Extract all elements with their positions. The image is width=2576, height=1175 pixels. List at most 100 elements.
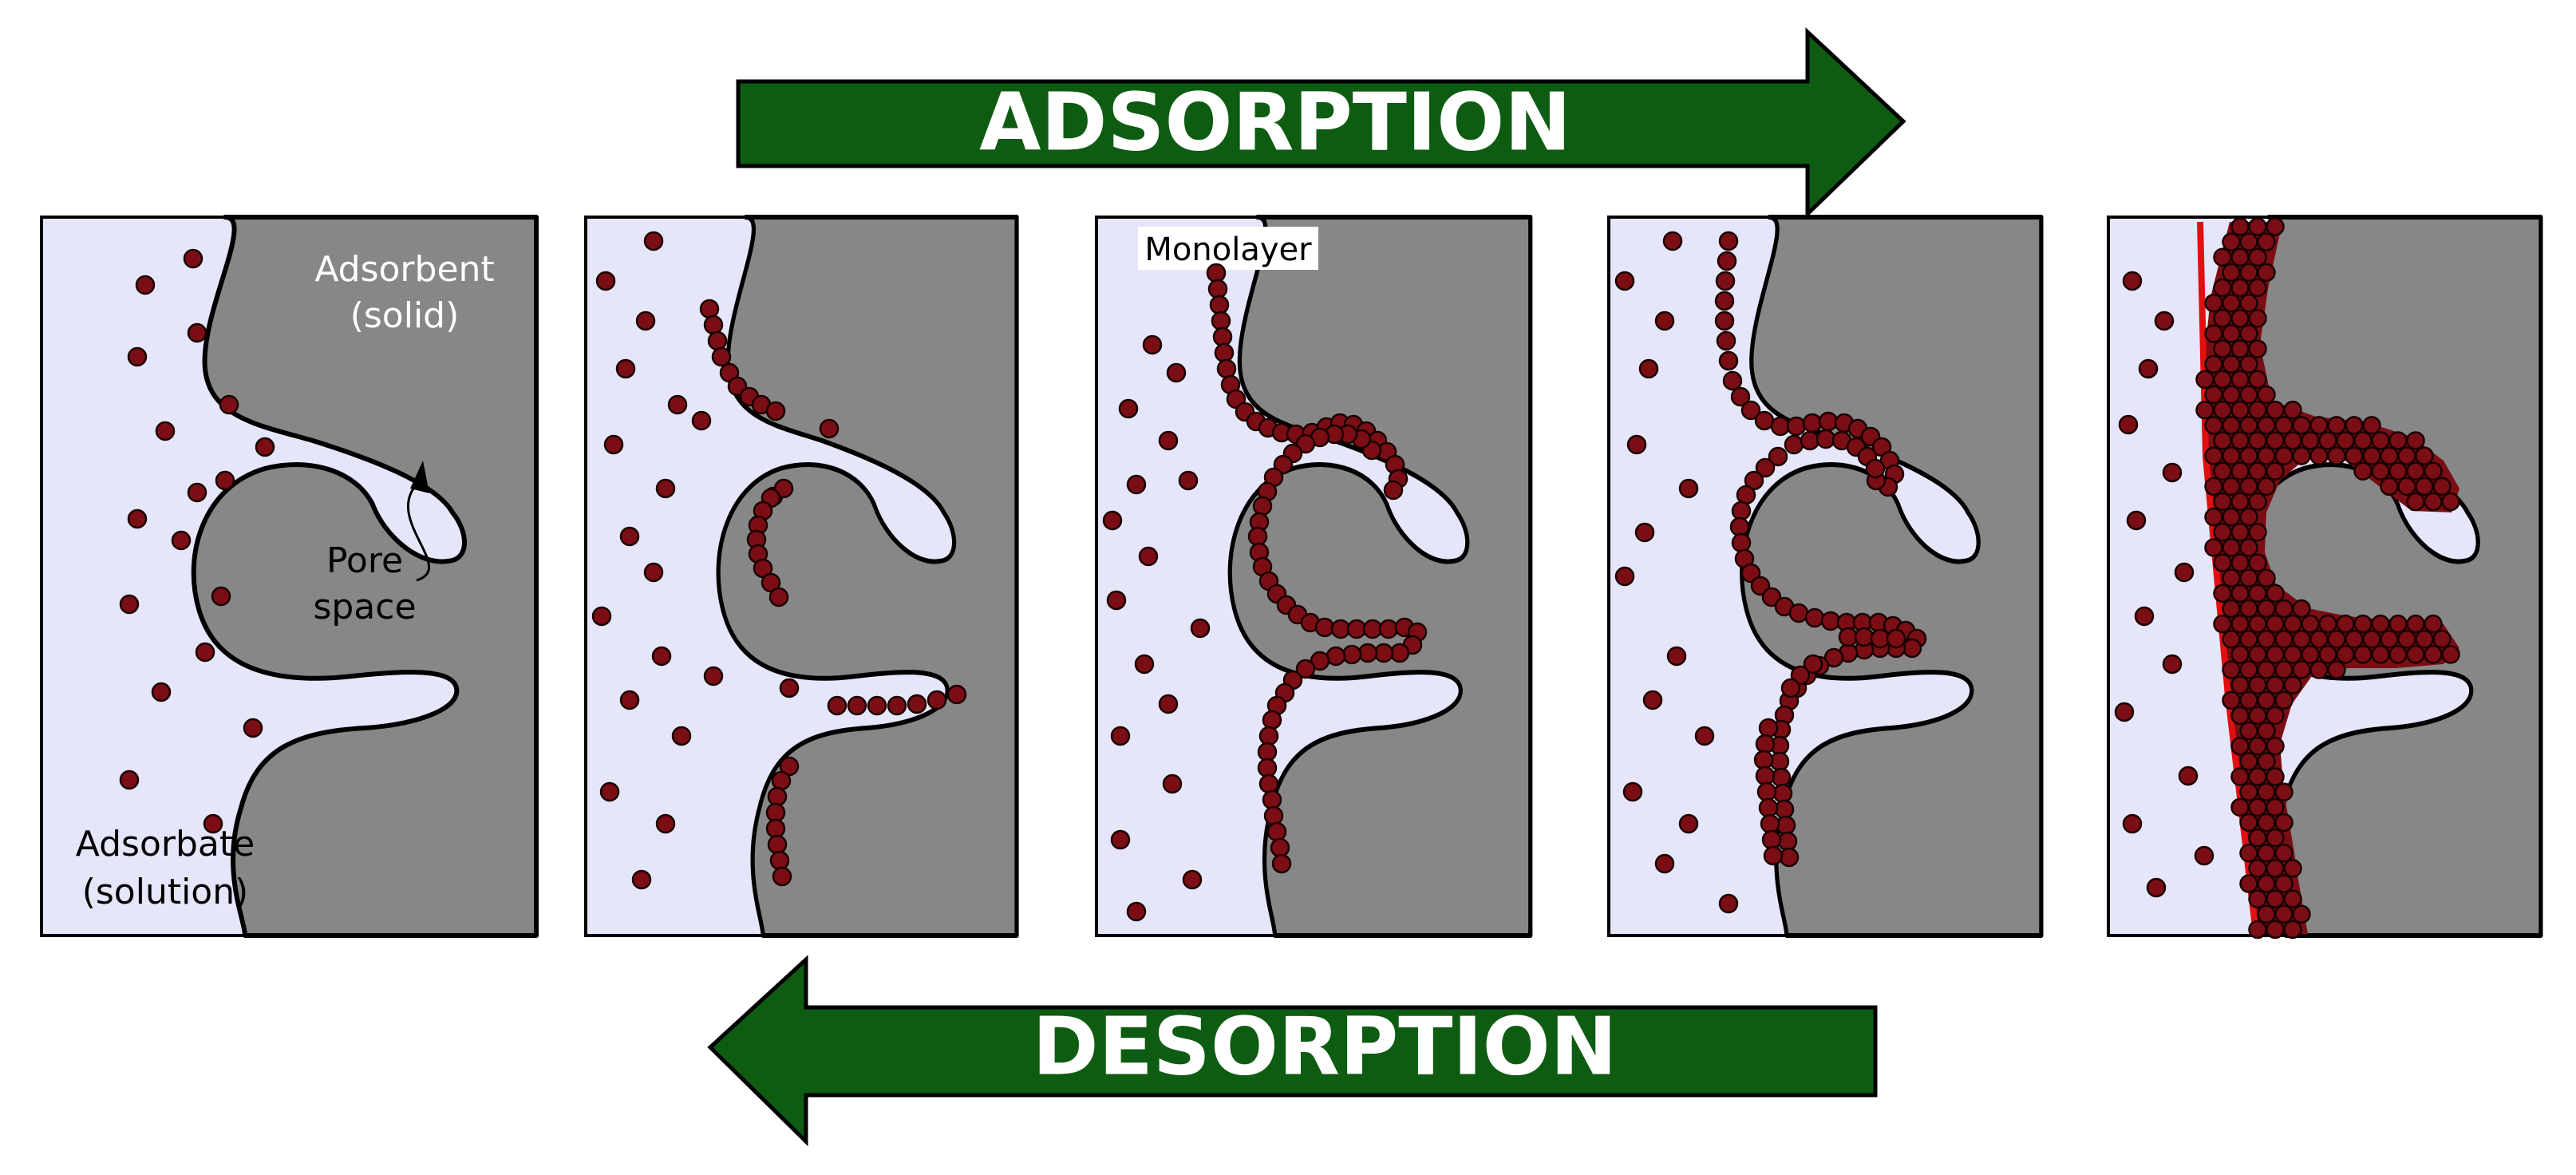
molecule [2248, 370, 2267, 390]
molecule [2257, 752, 2276, 771]
molecule [2266, 614, 2285, 634]
molecule [2248, 706, 2267, 726]
molecule [1870, 628, 1891, 649]
molecule [2257, 813, 2276, 833]
molecule [1715, 271, 1736, 291]
panel-5-molecules [2114, 271, 2214, 898]
molecule [2239, 599, 2258, 619]
molecule [1126, 474, 1147, 495]
molecule [2213, 400, 2232, 420]
molecule [2274, 843, 2294, 863]
molecule [1295, 659, 1316, 679]
molecule [2239, 721, 2258, 741]
molecule [2248, 645, 2267, 664]
molecule [1214, 342, 1235, 363]
molecule [2257, 782, 2276, 801]
molecule [2274, 630, 2294, 649]
molecule [2274, 813, 2294, 833]
molecule [1263, 805, 1284, 826]
molecule [2222, 660, 2241, 679]
molecule [2292, 630, 2311, 649]
molecule [1207, 279, 1228, 299]
molecule [1158, 430, 1179, 451]
molecule [2397, 477, 2416, 497]
molecule [2248, 431, 2267, 450]
molecule [1346, 619, 1367, 639]
molecule [2406, 614, 2425, 634]
molecule [2222, 416, 2241, 435]
molecule [1206, 263, 1227, 283]
molecule [243, 718, 263, 738]
molecule [2292, 599, 2311, 619]
molecule [599, 781, 620, 802]
molecule [2248, 309, 2267, 328]
monolayer-label: Monolayer [1144, 231, 1312, 268]
molecule [2230, 584, 2250, 603]
molecule [1788, 603, 1809, 623]
molecule [773, 478, 794, 499]
molecule [926, 690, 947, 710]
molecule [1209, 295, 1230, 315]
molecule [2424, 645, 2443, 664]
molecule [2424, 461, 2443, 481]
molecule [211, 586, 231, 607]
molecule [2213, 584, 2232, 603]
molecule [2274, 874, 2294, 893]
molecule [2248, 278, 2267, 298]
panel-5-packed-molecules [2195, 217, 2460, 940]
molecule [1110, 829, 1131, 850]
molecule [1731, 500, 1752, 521]
molecule [2266, 797, 2285, 817]
molecule [1126, 901, 1147, 922]
molecule [2222, 232, 2241, 251]
molecule [643, 562, 664, 583]
molecule [2222, 568, 2241, 588]
molecule [769, 850, 790, 871]
molecule [2345, 446, 2364, 465]
molecule [1753, 750, 1774, 770]
molecule [1771, 767, 1792, 788]
molecule [2327, 446, 2346, 465]
molecule [2213, 309, 2232, 328]
molecule [2283, 920, 2302, 940]
molecule [1718, 350, 1739, 371]
molecule [2362, 416, 2381, 435]
molecule [779, 678, 800, 698]
molecule [2415, 446, 2434, 465]
molecule [2257, 904, 2276, 924]
adsorption-arrow-shape [736, 27, 1906, 219]
molecule [2388, 614, 2408, 634]
panel-1-molecules [119, 248, 275, 834]
molecule [1731, 532, 1752, 553]
molecule [2204, 477, 2223, 497]
molecule [2266, 828, 2285, 848]
molecule [2318, 431, 2337, 450]
molecule [2283, 431, 2302, 450]
molecule [1270, 837, 1290, 858]
molecule [1774, 799, 1795, 820]
molecule [619, 690, 640, 710]
molecule [2301, 431, 2320, 450]
adsorbent-label-line1: Adsorbent [314, 249, 494, 290]
molecule [2266, 920, 2285, 940]
molecule [2222, 690, 2241, 710]
molecule [2266, 461, 2285, 481]
molecule [2371, 645, 2390, 664]
molecule [1718, 893, 1739, 914]
molecule [2309, 446, 2329, 465]
molecule [2122, 271, 2143, 291]
molecule [827, 695, 847, 716]
molecule [2239, 385, 2258, 405]
molecule [767, 786, 788, 807]
molecule [887, 695, 907, 716]
molecule [2248, 461, 2267, 481]
molecule [2362, 446, 2381, 465]
panel-3-border [1095, 216, 1532, 937]
desorption-arrow-shape [707, 955, 1878, 1146]
molecule [1262, 789, 1282, 810]
molecule [2239, 782, 2258, 801]
molecule [2406, 492, 2425, 512]
molecule [2248, 217, 2267, 236]
molecule [772, 866, 792, 887]
molecule [2213, 247, 2232, 267]
